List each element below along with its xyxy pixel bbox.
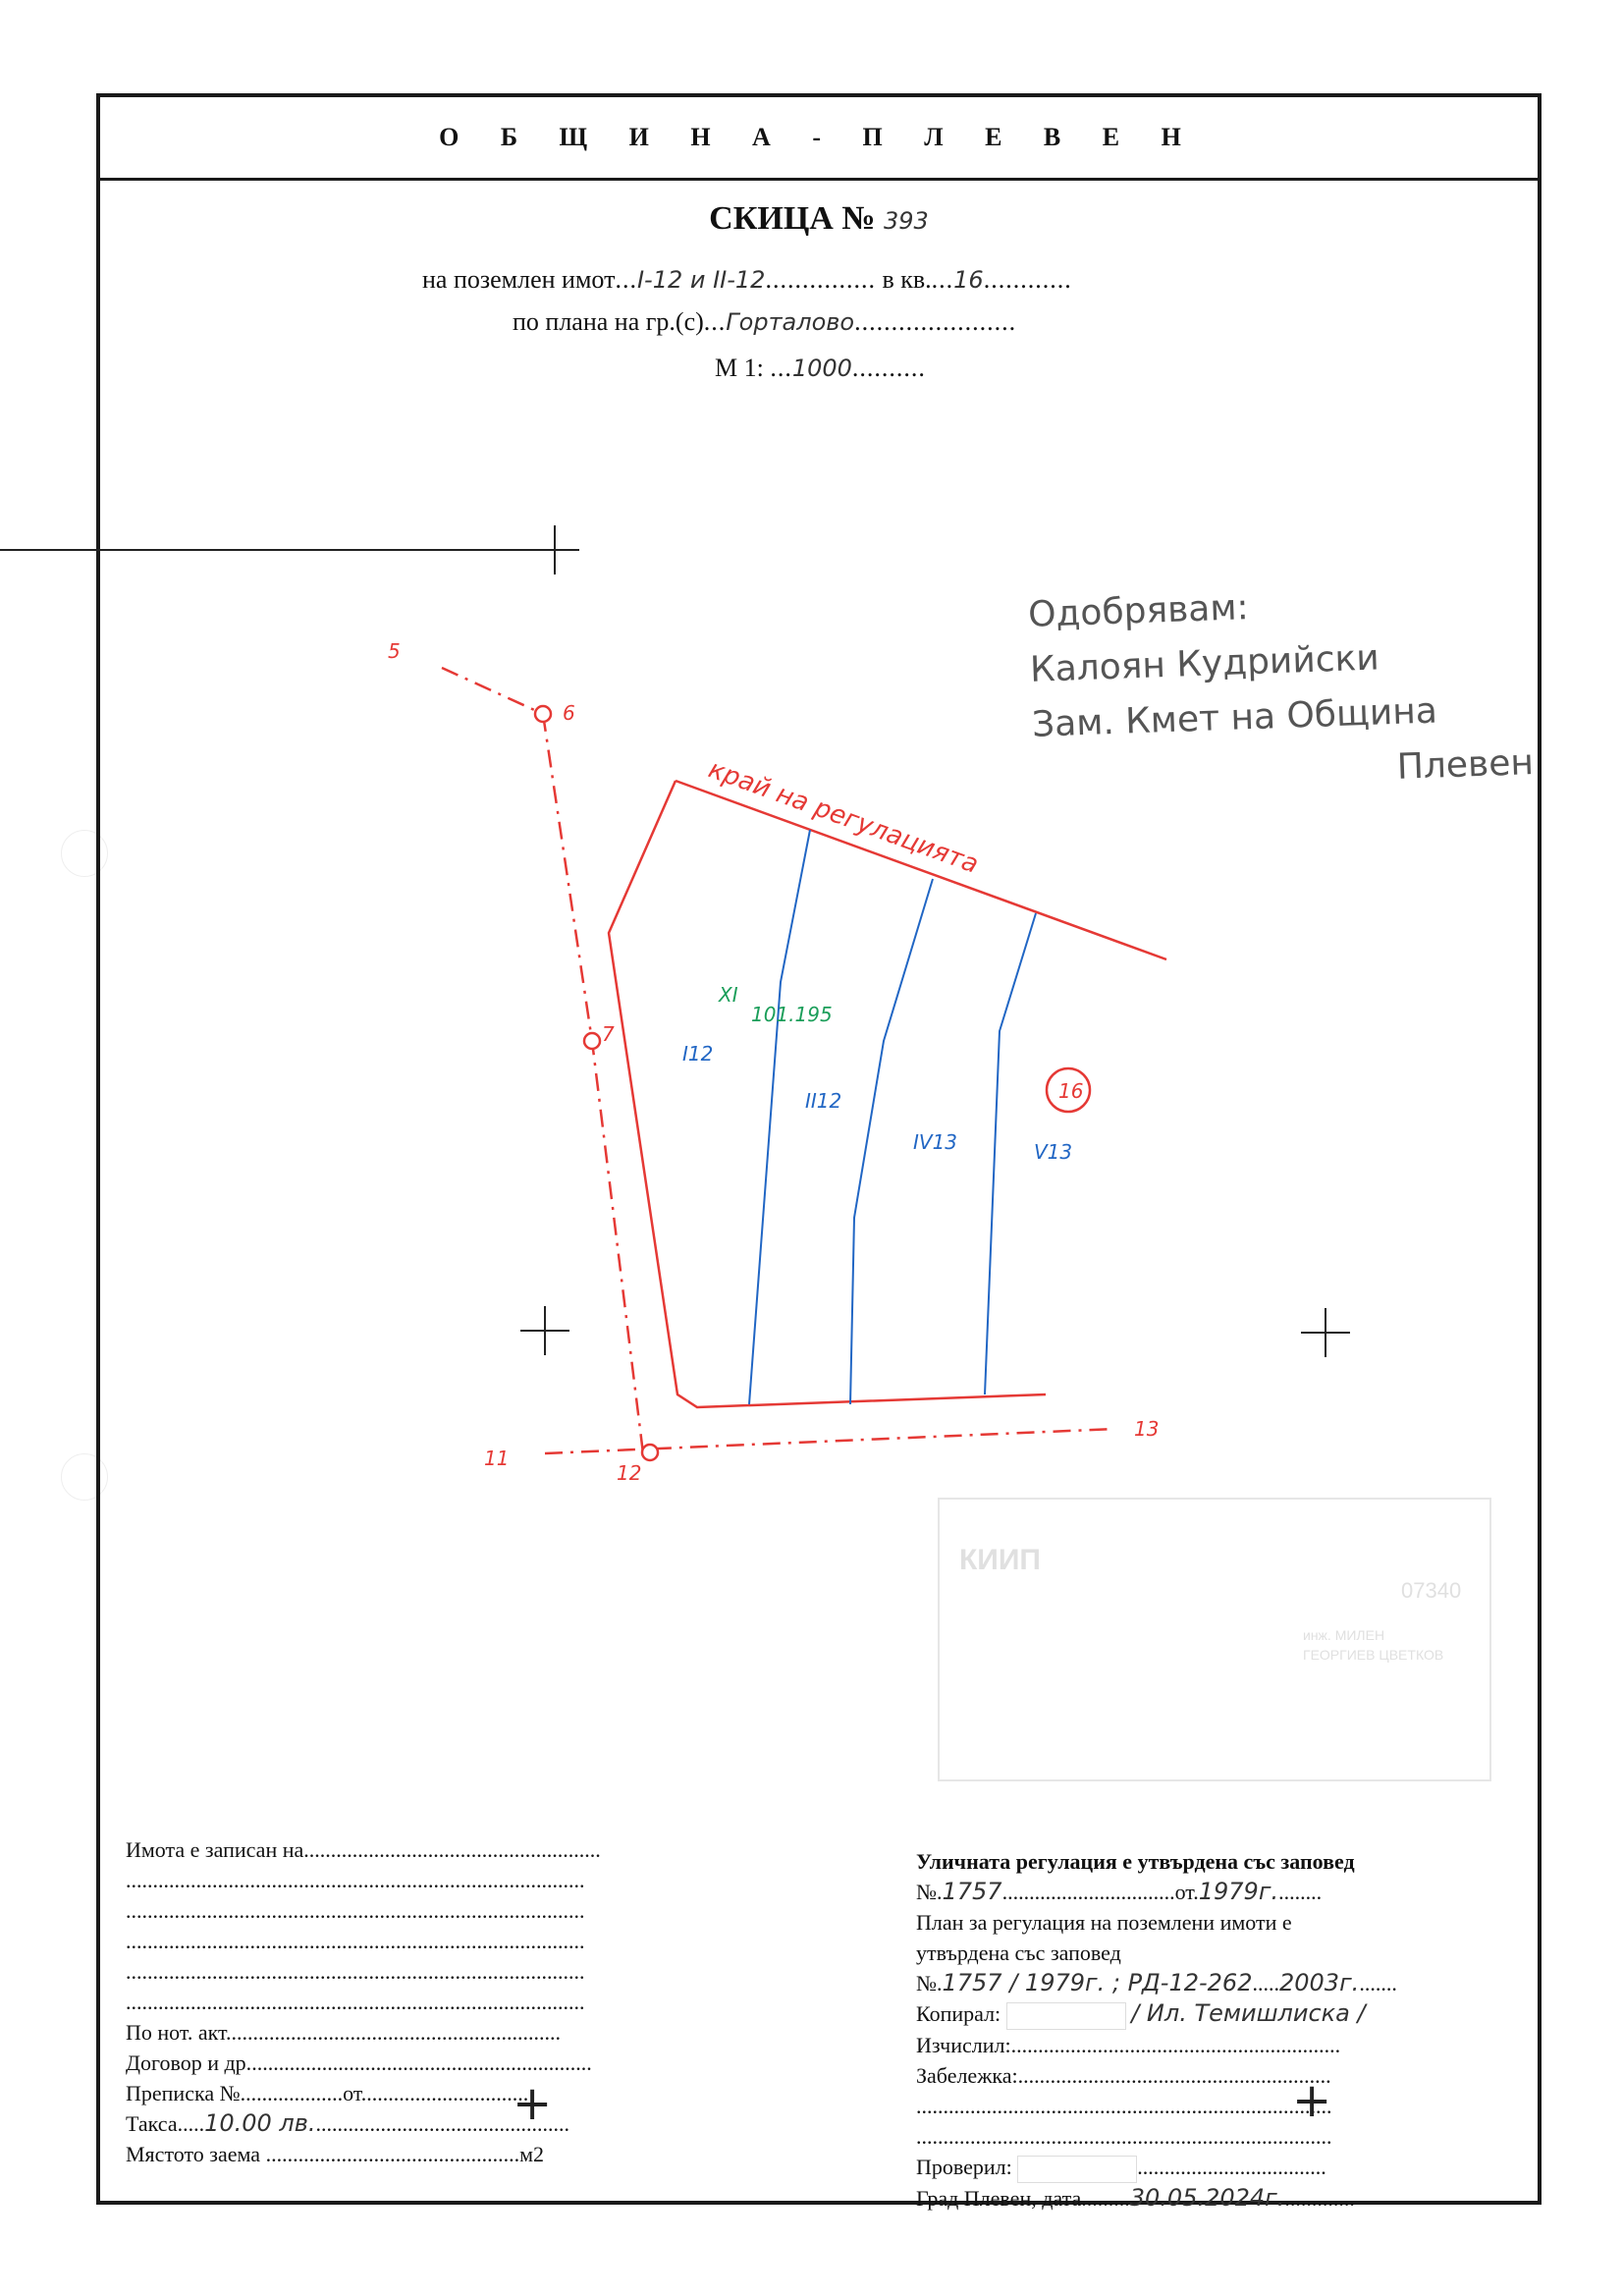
left-info-block: Имота е записан на......................… bbox=[126, 1837, 601, 2166]
transcript-from-label: от bbox=[343, 2081, 361, 2105]
property-value: I-12 и II-12 bbox=[636, 266, 766, 294]
fee-value: 10.00 лв. bbox=[204, 2109, 316, 2137]
plan-order-value: 1757 / 1979г. ; РД-12-262 bbox=[942, 1969, 1253, 1996]
notary-act-label: По нот. акт bbox=[126, 2020, 226, 2045]
plot-boundaries bbox=[748, 829, 1037, 1405]
redacted-field bbox=[1017, 2155, 1138, 2183]
street-reg-label: Уличната регулация е утвърдена със запов… bbox=[916, 1849, 1355, 1874]
plot-label-iv13: IV13 bbox=[913, 1130, 957, 1154]
redacted-field bbox=[1005, 2001, 1126, 2030]
block-circle bbox=[1045, 1066, 1092, 1114]
scale-line: М 1: ...1000.......... bbox=[715, 354, 926, 382]
regulation-label: край на регулацията bbox=[705, 754, 983, 879]
plan-order-date: 2003г. bbox=[1278, 1969, 1360, 1996]
cross-mark-left: + bbox=[513, 2076, 553, 2131]
registered-in-label: Имота е записан на bbox=[126, 1837, 304, 1862]
point-label-11: 11 bbox=[484, 1447, 509, 1470]
stamp-title: КИИП bbox=[959, 1544, 1041, 1576]
plan-value: Горталово bbox=[726, 308, 855, 336]
plan-line: по плана на гр.(с)...Горталово..........… bbox=[513, 307, 1017, 336]
note-label: Забележка: bbox=[916, 2062, 1018, 2088]
point-label-6: 6 bbox=[563, 701, 575, 725]
area-unit: м2 bbox=[519, 2142, 544, 2166]
block-value: 16 bbox=[953, 266, 984, 294]
right-info-block: Уличната регулация е утвърдена със запов… bbox=[916, 1846, 1466, 2214]
area-label: Мястото заема bbox=[126, 2142, 261, 2166]
sketch-number: 393 bbox=[884, 207, 929, 235]
order-no-label: № bbox=[916, 1880, 937, 1904]
stamp-reg-no: 07340 bbox=[1401, 1578, 1462, 1603]
stamp-name-1: инж. МИЛЕН bbox=[1303, 1627, 1385, 1643]
contract-label: Договор и др. bbox=[126, 2050, 252, 2075]
fee-label: Такса bbox=[126, 2111, 178, 2136]
sketch-title: СКИЦА № 393 bbox=[100, 200, 1538, 238]
copied-by: / Ил. Темишлиска / bbox=[1131, 1999, 1366, 2027]
cross-mark-right: + bbox=[1292, 2073, 1332, 2128]
sketch-title-label: СКИЦА № bbox=[709, 200, 876, 237]
punch-hole-top bbox=[61, 830, 108, 877]
transcript-label: Преписка № bbox=[126, 2081, 241, 2105]
point-label-7: 7 bbox=[602, 1022, 615, 1046]
city-date-label: Град Плевен, дата bbox=[916, 2185, 1082, 2211]
order-no: 1757 bbox=[942, 1878, 1002, 1905]
document-frame: О Б Щ И Н А - П Л Е В Е Н СКИЦА № 393 bbox=[96, 93, 1542, 2205]
point-label-12: 12 bbox=[617, 1461, 641, 1485]
block-number: 16 bbox=[1058, 1079, 1083, 1103]
copied-label: Копирал: bbox=[916, 2001, 1001, 2026]
plot-labels: XI 101.195 I12 II12 IV13 V13 bbox=[682, 983, 1072, 1164]
property-label: на поземлен имот bbox=[422, 265, 616, 294]
computed-label: Изчислил: bbox=[916, 2032, 1011, 2057]
engineer-stamp: КИИП 07340 инж. МИЛЕН ГЕОРГИЕВ ЦВЕТКОВ bbox=[938, 1498, 1491, 1781]
plot-label-v13: V13 bbox=[1034, 1140, 1072, 1164]
grid-crosses bbox=[0, 525, 1350, 1357]
plot-label-area: 101.195 bbox=[751, 1003, 833, 1026]
stamp-name-2: ГЕОРГИЕВ ЦВЕТКОВ bbox=[1303, 1647, 1444, 1663]
plan-reg-line-2: утвърдена със заповед bbox=[916, 1941, 1121, 1965]
plot-label-ii12: II12 bbox=[805, 1089, 841, 1113]
punch-hole-bottom bbox=[61, 1453, 108, 1501]
plan-reg-line-1: План за регулация на поземлени имоти е bbox=[916, 1910, 1292, 1935]
municipality-header: О Б Щ И Н А - П Л Е В Е Н bbox=[100, 97, 1538, 181]
plot-label-xi: XI bbox=[718, 983, 738, 1007]
block-label: в кв. bbox=[882, 265, 932, 294]
plot-label-i12: I12 bbox=[682, 1042, 713, 1066]
city-date-value: 30.05.2024г. bbox=[1129, 2183, 1285, 2212]
point-label-13: 13 bbox=[1134, 1417, 1159, 1441]
checked-label: Проверил: bbox=[916, 2154, 1012, 2179]
order-from-label: от bbox=[1174, 1880, 1194, 1904]
property-line: на поземлен имот...I-12 и II-12.........… bbox=[422, 265, 1072, 294]
scale-value: 1000 bbox=[791, 355, 852, 382]
approval-note: Одобрявам: Калоян Кудрийски Зам. Кмет на… bbox=[1027, 571, 1535, 808]
survey-points bbox=[533, 704, 660, 1462]
plan-label: по плана на гр.(с) bbox=[513, 307, 704, 336]
scale-label: М 1: bbox=[715, 354, 764, 382]
order-date: 1979г. bbox=[1198, 1878, 1279, 1905]
point-label-5: 5 bbox=[388, 639, 401, 663]
